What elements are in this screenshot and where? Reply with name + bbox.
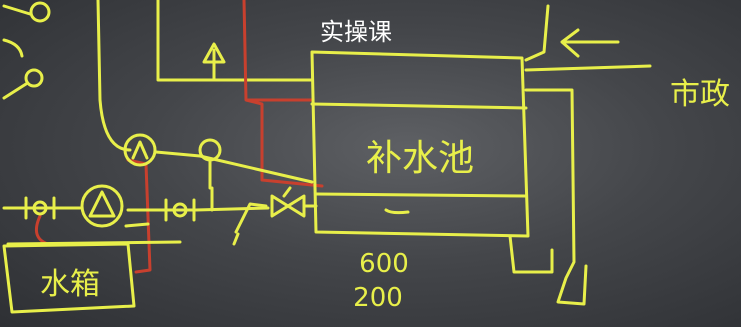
valve-icon [24,196,56,220]
arrow-icon [202,42,226,82]
main-supply-pipe [2,204,318,212]
pump-icon [123,133,157,167]
pump-icon [80,184,124,228]
value-label-600: 600 [359,249,409,279]
right-drain-pipe [524,88,588,306]
municipal-outlet-pipe [524,64,652,72]
valve-icon [164,198,196,222]
pool-tank [310,50,530,238]
top-left-fixture [2,1,51,100]
pool-label: 补水池 [366,138,474,179]
upper-loop-pipe [156,0,314,82]
red-tank-pipe [126,158,152,274]
check-valve-icon [270,186,306,218]
red-hot-pipe [242,0,324,188]
return-arrow-icon [560,28,620,58]
page-title: 实操课 [320,18,392,46]
tank-label: 水箱 [40,267,100,302]
municipal-label: 市政 [670,77,730,112]
left-riser-pipe [96,0,132,152]
water-tank [2,240,182,314]
gauge-icon [198,138,222,190]
branch-pipe [232,202,268,246]
value-label-200: 200 [353,283,403,313]
right-top-pipe [524,4,550,62]
